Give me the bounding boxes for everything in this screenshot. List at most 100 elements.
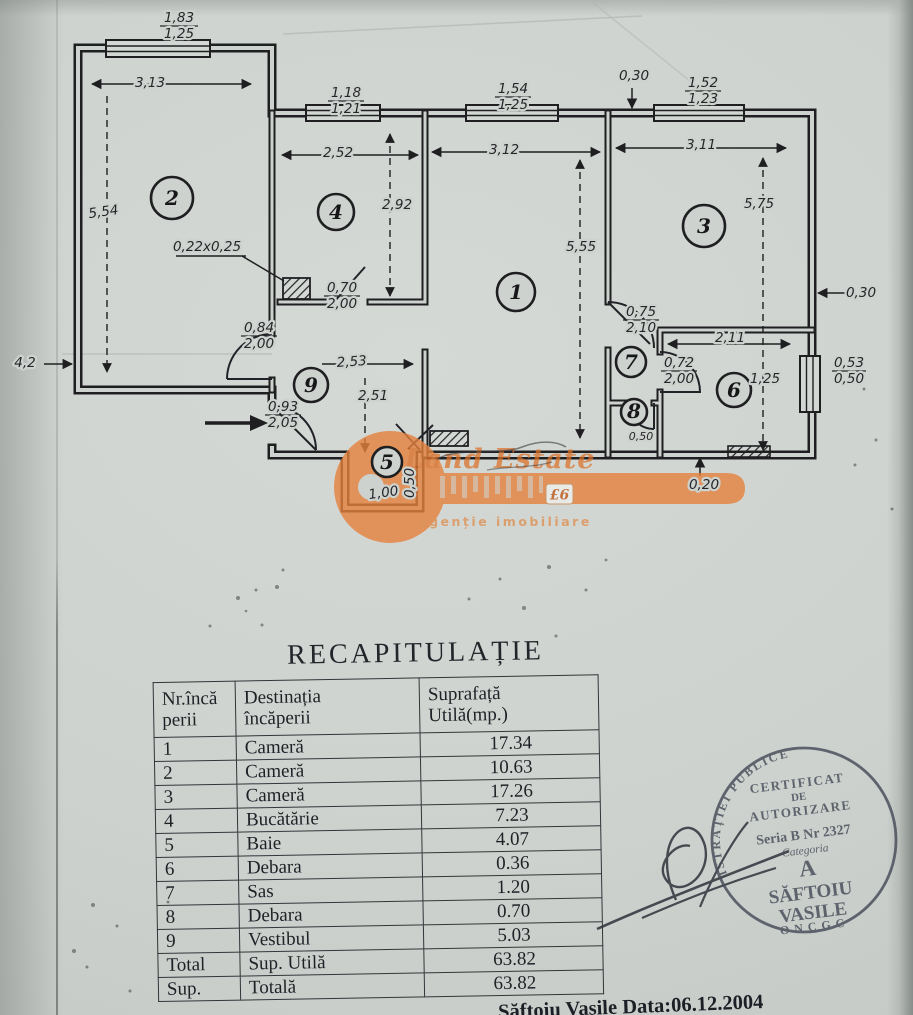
watermark-brand: Land Estate [404, 444, 596, 475]
cell-nr: 4 [155, 808, 238, 834]
col-header-destinatia: Destinația încăperii [235, 677, 421, 737]
dim-bot: 0,50 [834, 371, 864, 387]
dim-top: 0,84 [244, 320, 274, 336]
watermark-emblem-box [545, 483, 574, 505]
cell-total-value: 63.82 [424, 969, 604, 997]
header-line: Destinația [243, 685, 322, 709]
room-number: 5 [380, 450, 394, 474]
dim-label: 0,50 [402, 468, 418, 498]
stamp-ring [710, 746, 898, 934]
cell-total-value: 63.82 [423, 945, 604, 973]
room-number: 1 [509, 280, 523, 304]
room-circle-4: 4 [316, 192, 356, 232]
room-number: 6 [727, 378, 741, 402]
dim-label: 5,55 [566, 239, 596, 255]
room-circle-5: 5 [370, 445, 404, 479]
table-header-row: Nr.încă perii Destinația încăperii Supra… [153, 674, 599, 738]
room-circle-7: 7 [614, 345, 648, 379]
cell-suprafata: 0.70 [422, 897, 603, 925]
recap-table: Nr.încă perii Destinația încăperii Supra… [153, 674, 605, 1002]
cell-suprafata: 0.36 [422, 849, 602, 877]
room-number: 9 [304, 373, 318, 397]
dim-top: 1,83 [164, 10, 194, 26]
room-number: 4 [329, 200, 343, 224]
dim-bot: 2,00 [327, 296, 357, 312]
key-logo-shaft [430, 473, 745, 504]
col-header-nr: Nr.încă perii [153, 681, 237, 738]
header-line: perii [162, 709, 198, 731]
cell-nr: 8 [156, 904, 240, 930]
dim-top: 1,18 [331, 85, 361, 101]
handwritten-signature [596, 821, 790, 931]
door-dim: 0,93 2,05 [265, 397, 301, 433]
door-room2 [226, 333, 273, 380]
cell-nr: 5 [155, 832, 239, 858]
cell-destinatia: Debara [238, 900, 424, 929]
header-line: Utilă(mp.) [428, 703, 509, 727]
window-dim: 0,53 0,50 [832, 353, 867, 390]
recap-title: RECAPITULAȚIE [286, 635, 545, 671]
cell-nr: 2 [154, 760, 237, 786]
window-room1 [465, 104, 559, 122]
door-dim: 0,70 2,00 [324, 278, 360, 314]
window-room6 [799, 355, 821, 413]
cell-suprafata: 5.03 [423, 921, 603, 949]
watermark-land-estate: £6 Land Estate agenție imobiliare [334, 431, 745, 543]
dim-label: 0,30 [846, 285, 876, 301]
dim-bot: 1,21 [331, 101, 361, 117]
dim-top: 0,70 [327, 280, 357, 296]
room-numbers: 1 2 3 4 5 6 7 8 9 [149, 175, 753, 479]
key-logo-head [334, 431, 446, 543]
dim-bot: 2,05 [268, 415, 298, 431]
dim-label: 1,25 [750, 371, 780, 387]
dim-label: 5,75 [744, 196, 774, 212]
door-room3 [607, 301, 655, 349]
cell-destinatia: Baie [237, 828, 423, 857]
window-dim: 1,18 1,21 [328, 83, 364, 119]
windows [105, 39, 821, 413]
stamp-line: DE [790, 790, 807, 804]
room-number: 3 [697, 214, 711, 238]
room-circle-8: 8 [619, 397, 649, 427]
cell-nr: 6 [156, 856, 239, 882]
col-header-suprafata: Suprafață Utilă(mp.) [419, 674, 599, 733]
dim-label: 0,50 [629, 430, 654, 443]
dim-label: 2,53 [336, 353, 367, 371]
certification-stamp: MINISTERUL ADMINISTRAȚIEI PUBLICE CERTIF… [694, 724, 898, 938]
cell-nr: 7 [156, 880, 239, 906]
dim-label: 3,12 [489, 142, 519, 158]
entry-door-arc [271, 405, 317, 451]
dim-top: 1,54 [498, 81, 528, 97]
watermark-tagline: agenție imobiliare [418, 514, 592, 529]
cell-destinatia: Vestibul [239, 924, 424, 953]
cell-suprafata: 1.20 [422, 873, 602, 901]
window-dim: 1,52 1,23 [685, 73, 721, 109]
header-line: încăperii [244, 707, 311, 730]
dim-top: 0,75 [626, 304, 656, 320]
door-dim: 0,75 2,10 [623, 302, 659, 338]
window-room3 [653, 104, 745, 122]
dim-top: 0,72 [664, 355, 694, 371]
window-room4 [305, 104, 381, 122]
dim-bot: 2,00 [244, 336, 274, 352]
dim-bot: 2,10 [626, 320, 656, 336]
key-logo-hole [358, 474, 384, 500]
scan-specks [72, 387, 894, 993]
cell-nr: 3 [154, 784, 238, 810]
fraction-labels: 1,83 1,25 1,18 1,21 1,54 1,25 1,52 1,23 … [160, 8, 867, 433]
cell-suprafata: 10.63 [420, 753, 600, 781]
room-circle-1: 1 [495, 271, 537, 313]
cell-destinatia: Cameră [236, 756, 421, 785]
entrance-arrow [205, 415, 268, 431]
key-logo-teeth [440, 476, 543, 498]
cell-suprafata: 17.34 [420, 729, 600, 757]
cell-destinatia: Debara [238, 852, 423, 881]
room-circle-3: 3 [681, 203, 727, 249]
dim-top: 0,93 [268, 399, 298, 415]
dimension-lines [44, 78, 846, 476]
dim-bot: 2,00 [664, 371, 694, 387]
handwritten-annotation [436, 441, 567, 471]
dim-label: 3,11 [686, 137, 716, 153]
cell-destinatia: Cameră [236, 732, 421, 761]
